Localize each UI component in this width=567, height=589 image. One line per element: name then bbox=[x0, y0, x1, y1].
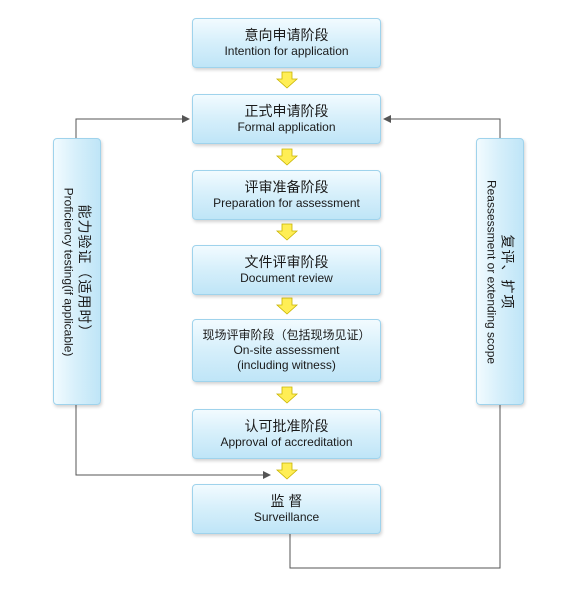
step-approval-en: Approval of accreditation bbox=[220, 435, 353, 449]
step-intention-en: Intention for application bbox=[224, 44, 349, 58]
left-loop-bottom-connector bbox=[75, 405, 271, 479]
down-arrow-6 bbox=[275, 462, 299, 480]
right-loop-bottom-connector bbox=[289, 405, 501, 569]
down-arrow-3 bbox=[275, 223, 299, 241]
reassessment-zh: 复评、扩项 bbox=[499, 233, 516, 309]
step-document-review-en: Document review bbox=[240, 271, 333, 285]
flow-arrows bbox=[275, 71, 299, 480]
step-intention-zh: 意向申请阶段 bbox=[244, 27, 329, 43]
step-approval-zh: 认可批准阶段 bbox=[244, 418, 329, 434]
proficiency-testing-zh: 能力验证（适用时） bbox=[76, 204, 93, 339]
step-preparation-en: Preparation for assessment bbox=[213, 196, 360, 210]
step-formal-zh: 正式申请阶段 bbox=[244, 103, 329, 119]
step-onsite-en2: (including witness) bbox=[237, 358, 336, 372]
step-onsite-box: 现场评审阶段（包括现场见证） On-site assessment (inclu… bbox=[192, 319, 381, 382]
down-arrow-2 bbox=[275, 148, 299, 166]
proficiency-testing-en: Proficiency testing(if applicable) bbox=[61, 187, 76, 356]
step-document-review-zh: 文件评审阶段 bbox=[244, 254, 329, 270]
step-onsite-zh: 现场评审阶段（包括现场见证） bbox=[202, 328, 371, 342]
reassessment-en: Reassessment or extending scope bbox=[484, 179, 499, 364]
right-loop-top-connector bbox=[383, 115, 501, 138]
reassessment-panel: 复评、扩项 Reassessment or extending scope bbox=[476, 138, 524, 405]
step-preparation-zh: 评审准备阶段 bbox=[244, 179, 329, 195]
down-arrow-1 bbox=[275, 71, 299, 89]
proficiency-testing-panel: 能力验证（适用时） Proficiency testing(if applica… bbox=[53, 138, 101, 405]
step-onsite-en: On-site assessment bbox=[233, 343, 340, 357]
step-surveillance-en: Surveillance bbox=[253, 510, 320, 524]
step-document-review-box: 文件评审阶段 Document review bbox=[192, 245, 381, 295]
step-preparation-box: 评审准备阶段 Preparation for assessment bbox=[192, 170, 381, 220]
step-formal-en: Formal application bbox=[237, 120, 336, 134]
step-surveillance-box: 监 督 Surveillance bbox=[192, 484, 381, 534]
step-formal-box: 正式申请阶段 Formal application bbox=[192, 94, 381, 144]
left-loop-top-connector bbox=[75, 115, 190, 138]
step-intention-box: 意向申请阶段 Intention for application bbox=[192, 18, 381, 68]
down-arrow-4 bbox=[275, 297, 299, 315]
step-approval-box: 认可批准阶段 Approval of accreditation bbox=[192, 409, 381, 459]
down-arrow-5 bbox=[275, 386, 299, 404]
step-surveillance-zh: 监 督 bbox=[270, 493, 303, 509]
